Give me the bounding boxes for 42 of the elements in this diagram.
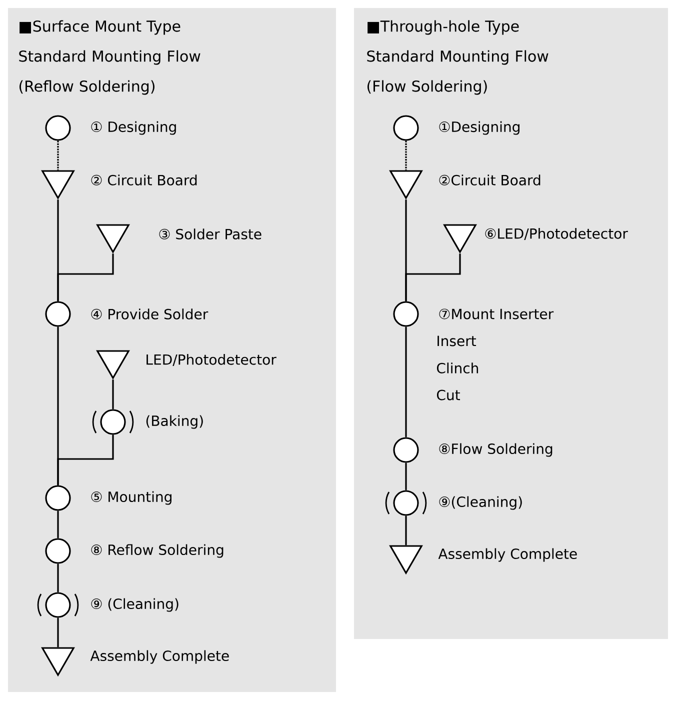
- step-label: ③ Solder Paste: [159, 228, 262, 240]
- flow-line: [57, 434, 114, 486]
- flow-line: [405, 326, 407, 438]
- circle-symbol: [393, 437, 419, 463]
- step-label: ⑥LED/Photodetector: [485, 228, 628, 240]
- step-label: ⑦Mount Inserter: [439, 308, 554, 320]
- step-label: ①Designing: [439, 121, 520, 135]
- step-label: (Baking): [146, 415, 203, 429]
- circle-symbol: [393, 301, 419, 327]
- circle-symbol: [393, 115, 419, 141]
- step-label: ② Circuit Board: [91, 174, 197, 186]
- circle-symbol: [45, 115, 71, 141]
- step-label: ④ Provide Solder: [91, 308, 208, 320]
- flow-line: [112, 380, 114, 410]
- step-label: LED/Photodetector: [146, 354, 276, 366]
- bracketed-circle: [385, 490, 427, 516]
- flow-line: [57, 510, 59, 538]
- step-label: ① Designing: [91, 121, 176, 135]
- step-label: Assembly Complete: [438, 548, 577, 562]
- step-label: ⑨(Cleaning): [439, 496, 522, 510]
- flow-line: [57, 140, 59, 170]
- step-label: ②Circuit Board: [439, 174, 540, 186]
- flow-line: [405, 462, 407, 490]
- bracketed-circle: [92, 409, 134, 435]
- flow-line: [405, 516, 407, 546]
- bracketed-circle: [37, 592, 79, 618]
- flow-line: [405, 140, 407, 170]
- step-label: Clinch: [436, 362, 478, 374]
- step-label: ⑨ (Cleaning): [91, 598, 178, 612]
- step-label: Assembly Complete: [90, 650, 229, 664]
- step-label: ⑧Flow Soldering: [439, 443, 552, 457]
- flow-line: [57, 564, 59, 592]
- step-label: Cut: [436, 390, 460, 400]
- flow-line: [405, 254, 461, 302]
- circle-symbol: [45, 301, 71, 327]
- step-label: Insert: [438, 336, 476, 346]
- circle-symbol: [45, 485, 71, 511]
- flow-line: [57, 618, 59, 648]
- step-label: ⑤ Mounting: [91, 491, 172, 505]
- flow-line: [57, 254, 114, 302]
- circle-symbol: [45, 538, 71, 564]
- step-label: ⑧ Reflow Soldering: [91, 544, 224, 558]
